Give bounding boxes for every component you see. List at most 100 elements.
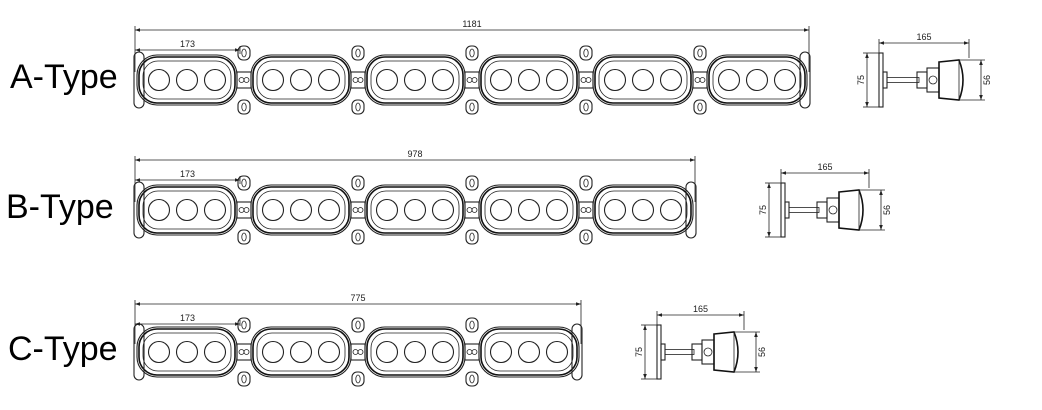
connector-slot bbox=[697, 102, 703, 112]
light-module bbox=[706, 54, 808, 106]
connector-bolt bbox=[352, 349, 359, 355]
head-bolt bbox=[703, 347, 713, 357]
connector-bolt bbox=[357, 77, 364, 83]
light-module bbox=[250, 184, 352, 236]
link-connector bbox=[350, 45, 366, 115]
lamp-head bbox=[838, 189, 864, 231]
dimension-arrowhead bbox=[135, 28, 140, 32]
connector-bolt bbox=[357, 207, 364, 213]
module-housing bbox=[252, 56, 350, 104]
lamp-circle bbox=[545, 198, 569, 222]
lamp-circle bbox=[375, 198, 399, 222]
stem bbox=[886, 77, 920, 83]
dimension-arrowhead bbox=[135, 178, 140, 182]
connector-tab-bottom bbox=[351, 229, 365, 245]
module-housing bbox=[252, 186, 350, 234]
connector-body bbox=[236, 201, 252, 219]
module-lens bbox=[598, 60, 688, 100]
type-label-b: B-Type bbox=[6, 188, 114, 226]
connector-slot bbox=[583, 178, 589, 188]
connector-tab-top bbox=[237, 317, 251, 333]
dimension-arrowhead bbox=[781, 171, 786, 175]
link-connector bbox=[692, 45, 708, 115]
end-bracket bbox=[571, 323, 583, 381]
module-housing bbox=[138, 328, 236, 376]
light-module bbox=[136, 326, 238, 378]
connector-slot bbox=[355, 178, 361, 188]
module-housing bbox=[708, 56, 806, 104]
connector-bolt bbox=[466, 207, 473, 213]
dimension-arrowhead bbox=[739, 313, 744, 317]
connector-body bbox=[464, 343, 480, 361]
connector-slot bbox=[469, 102, 475, 112]
dimension-arrowhead bbox=[576, 302, 581, 306]
dimension-value: 173 bbox=[180, 39, 195, 49]
connector-bolt bbox=[580, 77, 587, 83]
dimension-value: 165 bbox=[817, 162, 832, 172]
connector-tab-top bbox=[237, 45, 251, 61]
module-lens bbox=[142, 332, 232, 372]
light-module bbox=[478, 326, 580, 378]
lamp-circle bbox=[517, 68, 541, 92]
end-bracket bbox=[133, 323, 145, 381]
stem bbox=[788, 207, 820, 213]
connector-slot bbox=[241, 320, 247, 330]
dimension-arrowhead bbox=[690, 158, 695, 162]
light-module bbox=[478, 184, 580, 236]
head-bolt bbox=[928, 75, 938, 85]
module-lens bbox=[142, 190, 232, 230]
mounting-plate bbox=[656, 324, 662, 380]
connector-bolt bbox=[243, 349, 250, 355]
module-lens bbox=[712, 60, 802, 100]
link-connector bbox=[236, 317, 252, 387]
dimension-value: 775 bbox=[350, 293, 365, 303]
lamp-circle bbox=[773, 68, 797, 92]
connector-body bbox=[578, 71, 594, 89]
dimension-value: 165 bbox=[693, 304, 708, 314]
lamp-circle bbox=[289, 198, 313, 222]
link-connector bbox=[578, 45, 594, 115]
end-bracket bbox=[133, 51, 145, 109]
module-housing bbox=[480, 56, 578, 104]
dimension-arrowhead bbox=[235, 48, 240, 52]
lamp-circle bbox=[261, 340, 285, 364]
connector-tab-bottom bbox=[465, 229, 479, 245]
connector-tab-top bbox=[351, 175, 365, 191]
dimension-arrowhead bbox=[767, 232, 771, 237]
connector-bolt bbox=[471, 349, 478, 355]
dimension-value: 56 bbox=[757, 347, 767, 357]
module-lens bbox=[370, 190, 460, 230]
lamp-circle bbox=[489, 68, 513, 92]
lamp-circle bbox=[147, 68, 171, 92]
dimension-value: 75 bbox=[634, 347, 644, 357]
lamp-circle bbox=[289, 68, 313, 92]
lamp-circle bbox=[375, 340, 399, 364]
module-housing bbox=[594, 56, 692, 104]
connector-slot bbox=[469, 232, 475, 242]
connector-bolt bbox=[352, 77, 359, 83]
lamp-circle bbox=[375, 68, 399, 92]
dimension-value: 75 bbox=[856, 75, 866, 85]
lamp-circle bbox=[489, 198, 513, 222]
lamp-circle bbox=[517, 340, 541, 364]
dimension-arrowhead bbox=[865, 53, 869, 58]
connector-tab-top bbox=[351, 317, 365, 333]
connector-bolt bbox=[243, 77, 250, 83]
link-connector bbox=[464, 45, 480, 115]
lamp-circle bbox=[261, 68, 285, 92]
connector-bolt bbox=[471, 207, 478, 213]
lamp-circle bbox=[745, 68, 769, 92]
module-housing bbox=[480, 328, 578, 376]
type-label-a: A-Type bbox=[10, 58, 118, 96]
lamp-circle bbox=[603, 198, 627, 222]
connector-body bbox=[464, 71, 480, 89]
module-lens bbox=[370, 332, 460, 372]
connector-tab-bottom bbox=[465, 371, 479, 387]
dimension-arrowhead bbox=[767, 183, 771, 188]
link-connector bbox=[464, 317, 480, 387]
mounting-plate bbox=[780, 182, 786, 238]
stem bbox=[664, 349, 695, 355]
light-module bbox=[250, 54, 352, 106]
